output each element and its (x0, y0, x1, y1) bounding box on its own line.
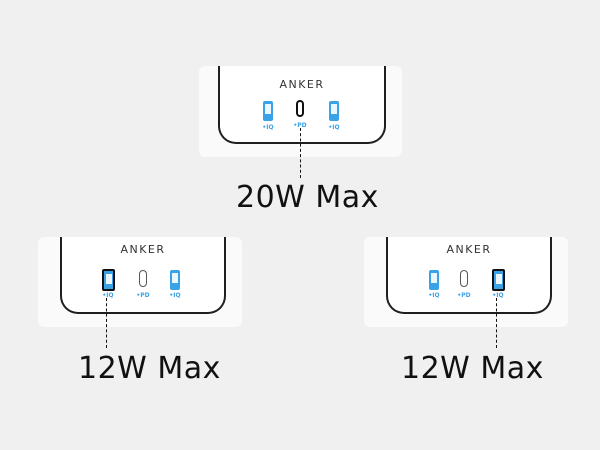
pd-label: •PD (293, 122, 307, 129)
usb-c-port (296, 100, 304, 117)
max-label-bottom-right: 12W Max (401, 351, 544, 386)
pd-label: •PD (457, 292, 471, 299)
pointer-line-bottom-right (496, 298, 497, 348)
bottom-left-panel: ANKER •IQ •PD •IQ (38, 237, 242, 327)
max-label-top: 20W Max (236, 180, 379, 215)
iq-label: •IQ (492, 292, 504, 299)
power-strip-top: ANKER •IQ •PD •IQ (218, 66, 386, 144)
brand-logo: ANKER (446, 243, 492, 256)
brand-logo: ANKER (120, 243, 166, 256)
brand-logo: ANKER (279, 78, 325, 91)
usb-a-port-right (170, 270, 180, 290)
bottom-right-panel: ANKER •IQ •PD •IQ (364, 237, 568, 327)
usb-a-port-left (263, 101, 273, 121)
top-panel: ANKER •IQ •PD •IQ (199, 66, 402, 157)
usb-a-port-right (492, 269, 505, 291)
pointer-line-top (300, 128, 301, 178)
usb-a-port-right (329, 101, 339, 121)
pointer-line-bottom-left (106, 298, 107, 348)
usb-c-port (460, 270, 468, 287)
power-strip-bottom-right: ANKER •IQ •PD •IQ (386, 237, 552, 314)
usb-a-port-left (102, 269, 115, 291)
usb-c-port (139, 270, 147, 287)
iq-label: •IQ (428, 292, 440, 299)
iq-label: •IQ (328, 124, 340, 131)
iq-label: •IQ (262, 124, 274, 131)
usb-a-port-left (429, 270, 439, 290)
iq-label: •IQ (169, 292, 181, 299)
iq-label: •IQ (102, 292, 114, 299)
pd-label: •PD (136, 292, 150, 299)
power-strip-bottom-left: ANKER •IQ •PD •IQ (60, 237, 226, 314)
max-label-bottom-left: 12W Max (78, 351, 221, 386)
